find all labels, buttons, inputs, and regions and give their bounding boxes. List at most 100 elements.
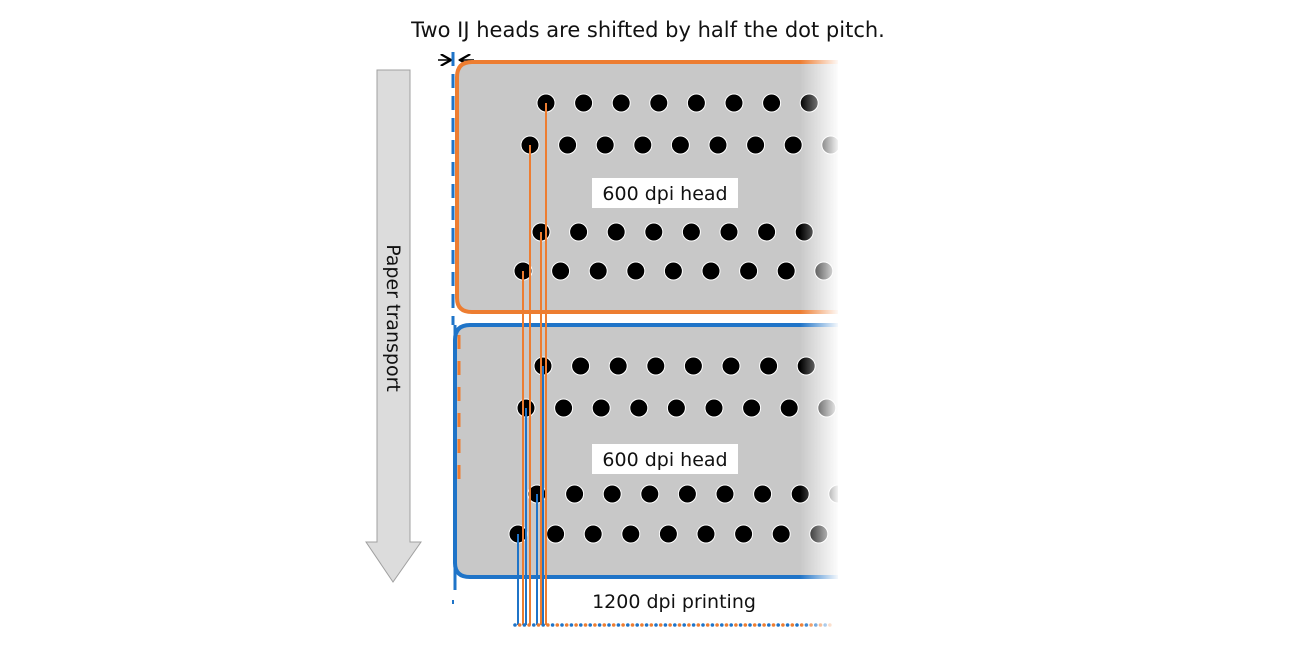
- nozzle-dot: [724, 93, 744, 113]
- nozzle-dot: [595, 135, 615, 155]
- nozzle-dot: [608, 356, 628, 376]
- nozzle-dot: [629, 398, 649, 418]
- nozzle-dot: [696, 524, 716, 544]
- nozzle-dot: [719, 222, 739, 242]
- nozzle-dot: [640, 484, 660, 504]
- nozzle-dot: [649, 93, 669, 113]
- nozzle-dot: [681, 222, 701, 242]
- printed-dot: [517, 623, 522, 627]
- printed-dot: [513, 623, 517, 627]
- nozzle-dot: [633, 135, 653, 155]
- nozzle-dot: [583, 524, 603, 544]
- printed-dot: [550, 623, 555, 627]
- output-resolution-label: 1200 dpi printing: [592, 591, 756, 613]
- nozzle-dot: [551, 261, 571, 281]
- printed-dot: [729, 623, 733, 627]
- head-label-bg: [592, 178, 738, 208]
- nozzle-dot: [783, 135, 803, 155]
- nozzle-dot: [666, 398, 686, 418]
- printed-dot: [757, 623, 762, 627]
- nozzle-dot: [701, 261, 721, 281]
- printed-dot: [541, 623, 545, 627]
- printed-dot: [715, 623, 719, 627]
- nozzle-dot: [621, 524, 641, 544]
- nozzle-dot: [663, 261, 683, 281]
- printed-dot: [705, 623, 710, 627]
- right-fade: [800, 55, 840, 635]
- paper-transport-arrow: Paper transport: [365, 69, 422, 583]
- diagram-title: Two IJ heads are shifted by half the dot…: [410, 18, 885, 42]
- nozzle-dot: [546, 524, 566, 544]
- printed-dot: [663, 623, 668, 627]
- nozzle-dot: [739, 261, 759, 281]
- nozzle-dot: [686, 93, 706, 113]
- printed-dot: [522, 623, 527, 627]
- printed-dot: [771, 623, 776, 627]
- printed-dot: [611, 623, 616, 627]
- printed-dot: [640, 623, 644, 627]
- orange-head-label: 600 dpi head: [602, 183, 727, 205]
- printed-dot: [691, 623, 696, 627]
- printed-dot: [795, 623, 799, 627]
- printed-dot: [781, 623, 785, 627]
- printed-dot: [720, 623, 724, 627]
- printed-dot: [602, 623, 607, 627]
- nozzle-dot: [715, 484, 735, 504]
- nozzle-dot: [771, 524, 791, 544]
- printed-dot: [743, 623, 748, 627]
- printed-dot: [752, 623, 757, 627]
- printed-dot: [527, 623, 531, 627]
- printed-dot: [564, 623, 569, 627]
- printed-dot: [635, 623, 639, 627]
- printed-dot: [696, 623, 701, 627]
- printed-dot: [776, 623, 780, 627]
- nozzle-dot: [776, 261, 796, 281]
- nozzle-dot: [704, 398, 724, 418]
- printed-dot: [673, 623, 677, 627]
- printed-dot: [658, 623, 663, 627]
- nozzle-dot: [574, 93, 594, 113]
- printed-dot: [546, 623, 550, 627]
- nozzle-dot: [746, 135, 766, 155]
- nozzle-dot: [646, 356, 666, 376]
- printed-dot: [644, 623, 649, 627]
- printed-dot: [626, 623, 630, 627]
- nozzle-dot: [779, 398, 799, 418]
- paper-transport-label: Paper transport: [382, 244, 404, 392]
- printed-dot: [677, 623, 682, 627]
- printed-dot: [560, 623, 564, 627]
- nozzle-dot: [565, 484, 585, 504]
- printed-dot: [790, 623, 795, 627]
- nozzle-dot: [677, 484, 697, 504]
- head-label-bg: [592, 444, 738, 474]
- nozzle-dot: [571, 356, 591, 376]
- printed-dot: [748, 623, 752, 627]
- printed-dot: [574, 623, 578, 627]
- printed-dot: [536, 623, 541, 627]
- printed-dot: [785, 623, 790, 627]
- nozzle-lead-lines: [513, 103, 832, 627]
- printed-dot: [616, 623, 621, 627]
- nozzle-dot: [708, 135, 728, 155]
- nozzle-dot: [670, 135, 690, 155]
- nozzle-dot: [644, 222, 664, 242]
- nozzle-dot: [558, 135, 578, 155]
- printed-dot: [724, 623, 729, 627]
- printed-dot: [569, 623, 574, 627]
- nozzle-dot: [606, 222, 626, 242]
- nozzle-dot: [734, 524, 754, 544]
- nozzle-dot: [658, 524, 678, 544]
- printed-dot: [687, 623, 691, 627]
- printed-dot: [532, 623, 536, 627]
- printed-dot: [710, 623, 715, 627]
- printed-dot: [649, 623, 654, 627]
- nozzle-dot: [591, 398, 611, 418]
- nozzle-dot: [721, 356, 741, 376]
- nozzle-dot: [762, 93, 782, 113]
- printed-dot: [621, 623, 625, 627]
- printed-dot: [701, 623, 705, 627]
- nozzle-dot: [759, 356, 779, 376]
- nozzle-dot: [753, 484, 773, 504]
- nozzle-dot: [602, 484, 622, 504]
